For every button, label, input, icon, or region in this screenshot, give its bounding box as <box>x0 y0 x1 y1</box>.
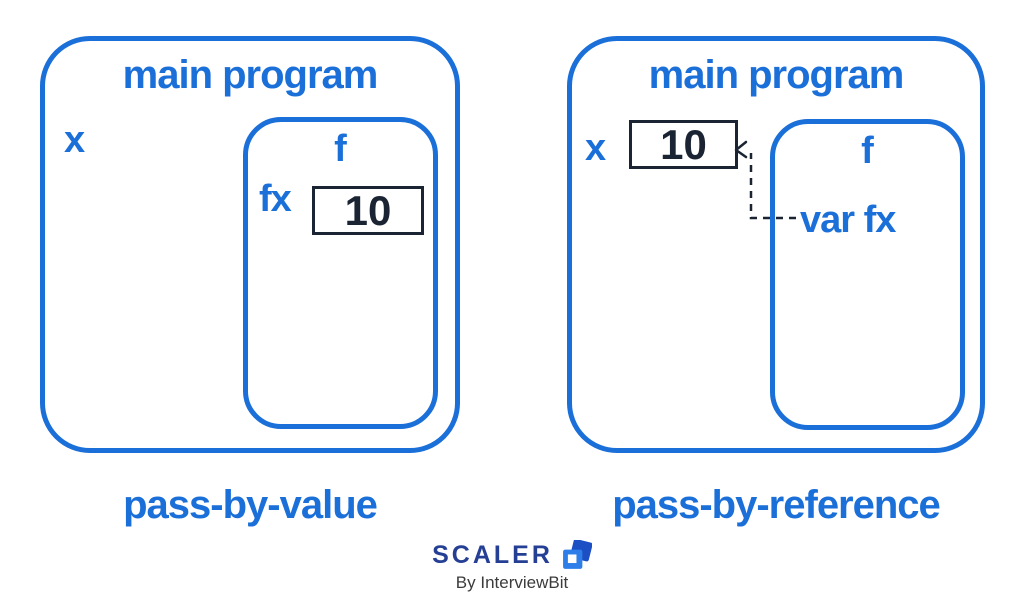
param-var-fx-label: var fx <box>800 199 896 241</box>
function-f-title-right: f <box>861 130 874 172</box>
main-program-title-right: main program <box>648 53 905 97</box>
caption-pass-by-value: pass-by-value <box>123 483 378 527</box>
scaler-cube-icon <box>562 540 592 569</box>
brand-row: SCALER <box>432 540 592 570</box>
main-program-box-left: main program x f fx 10 <box>40 36 460 453</box>
function-f-box-left: f fx 10 <box>243 117 438 429</box>
function-f-title-left: f <box>334 128 347 170</box>
brand-footer: SCALER By InterviewBit <box>0 540 1024 593</box>
fx-value: 10 <box>344 186 392 234</box>
x-value: 10 <box>660 120 707 168</box>
variable-x-label-left: x <box>64 119 85 161</box>
main-program-title-left: main program <box>122 53 379 97</box>
function-f-box-right: f <box>770 119 965 430</box>
caption-pass-by-reference: pass-by-reference <box>612 483 941 527</box>
variable-x-label-right: x <box>585 127 606 169</box>
main-program-box-right: main program x 10 f var fx <box>567 36 985 453</box>
scaler-wordmark: SCALER <box>432 540 553 569</box>
fx-value-box: 10 <box>312 186 424 235</box>
x-value-box: 10 <box>629 120 738 169</box>
param-fx-label: fx <box>259 178 292 220</box>
byline: By InterviewBit <box>455 573 569 592</box>
